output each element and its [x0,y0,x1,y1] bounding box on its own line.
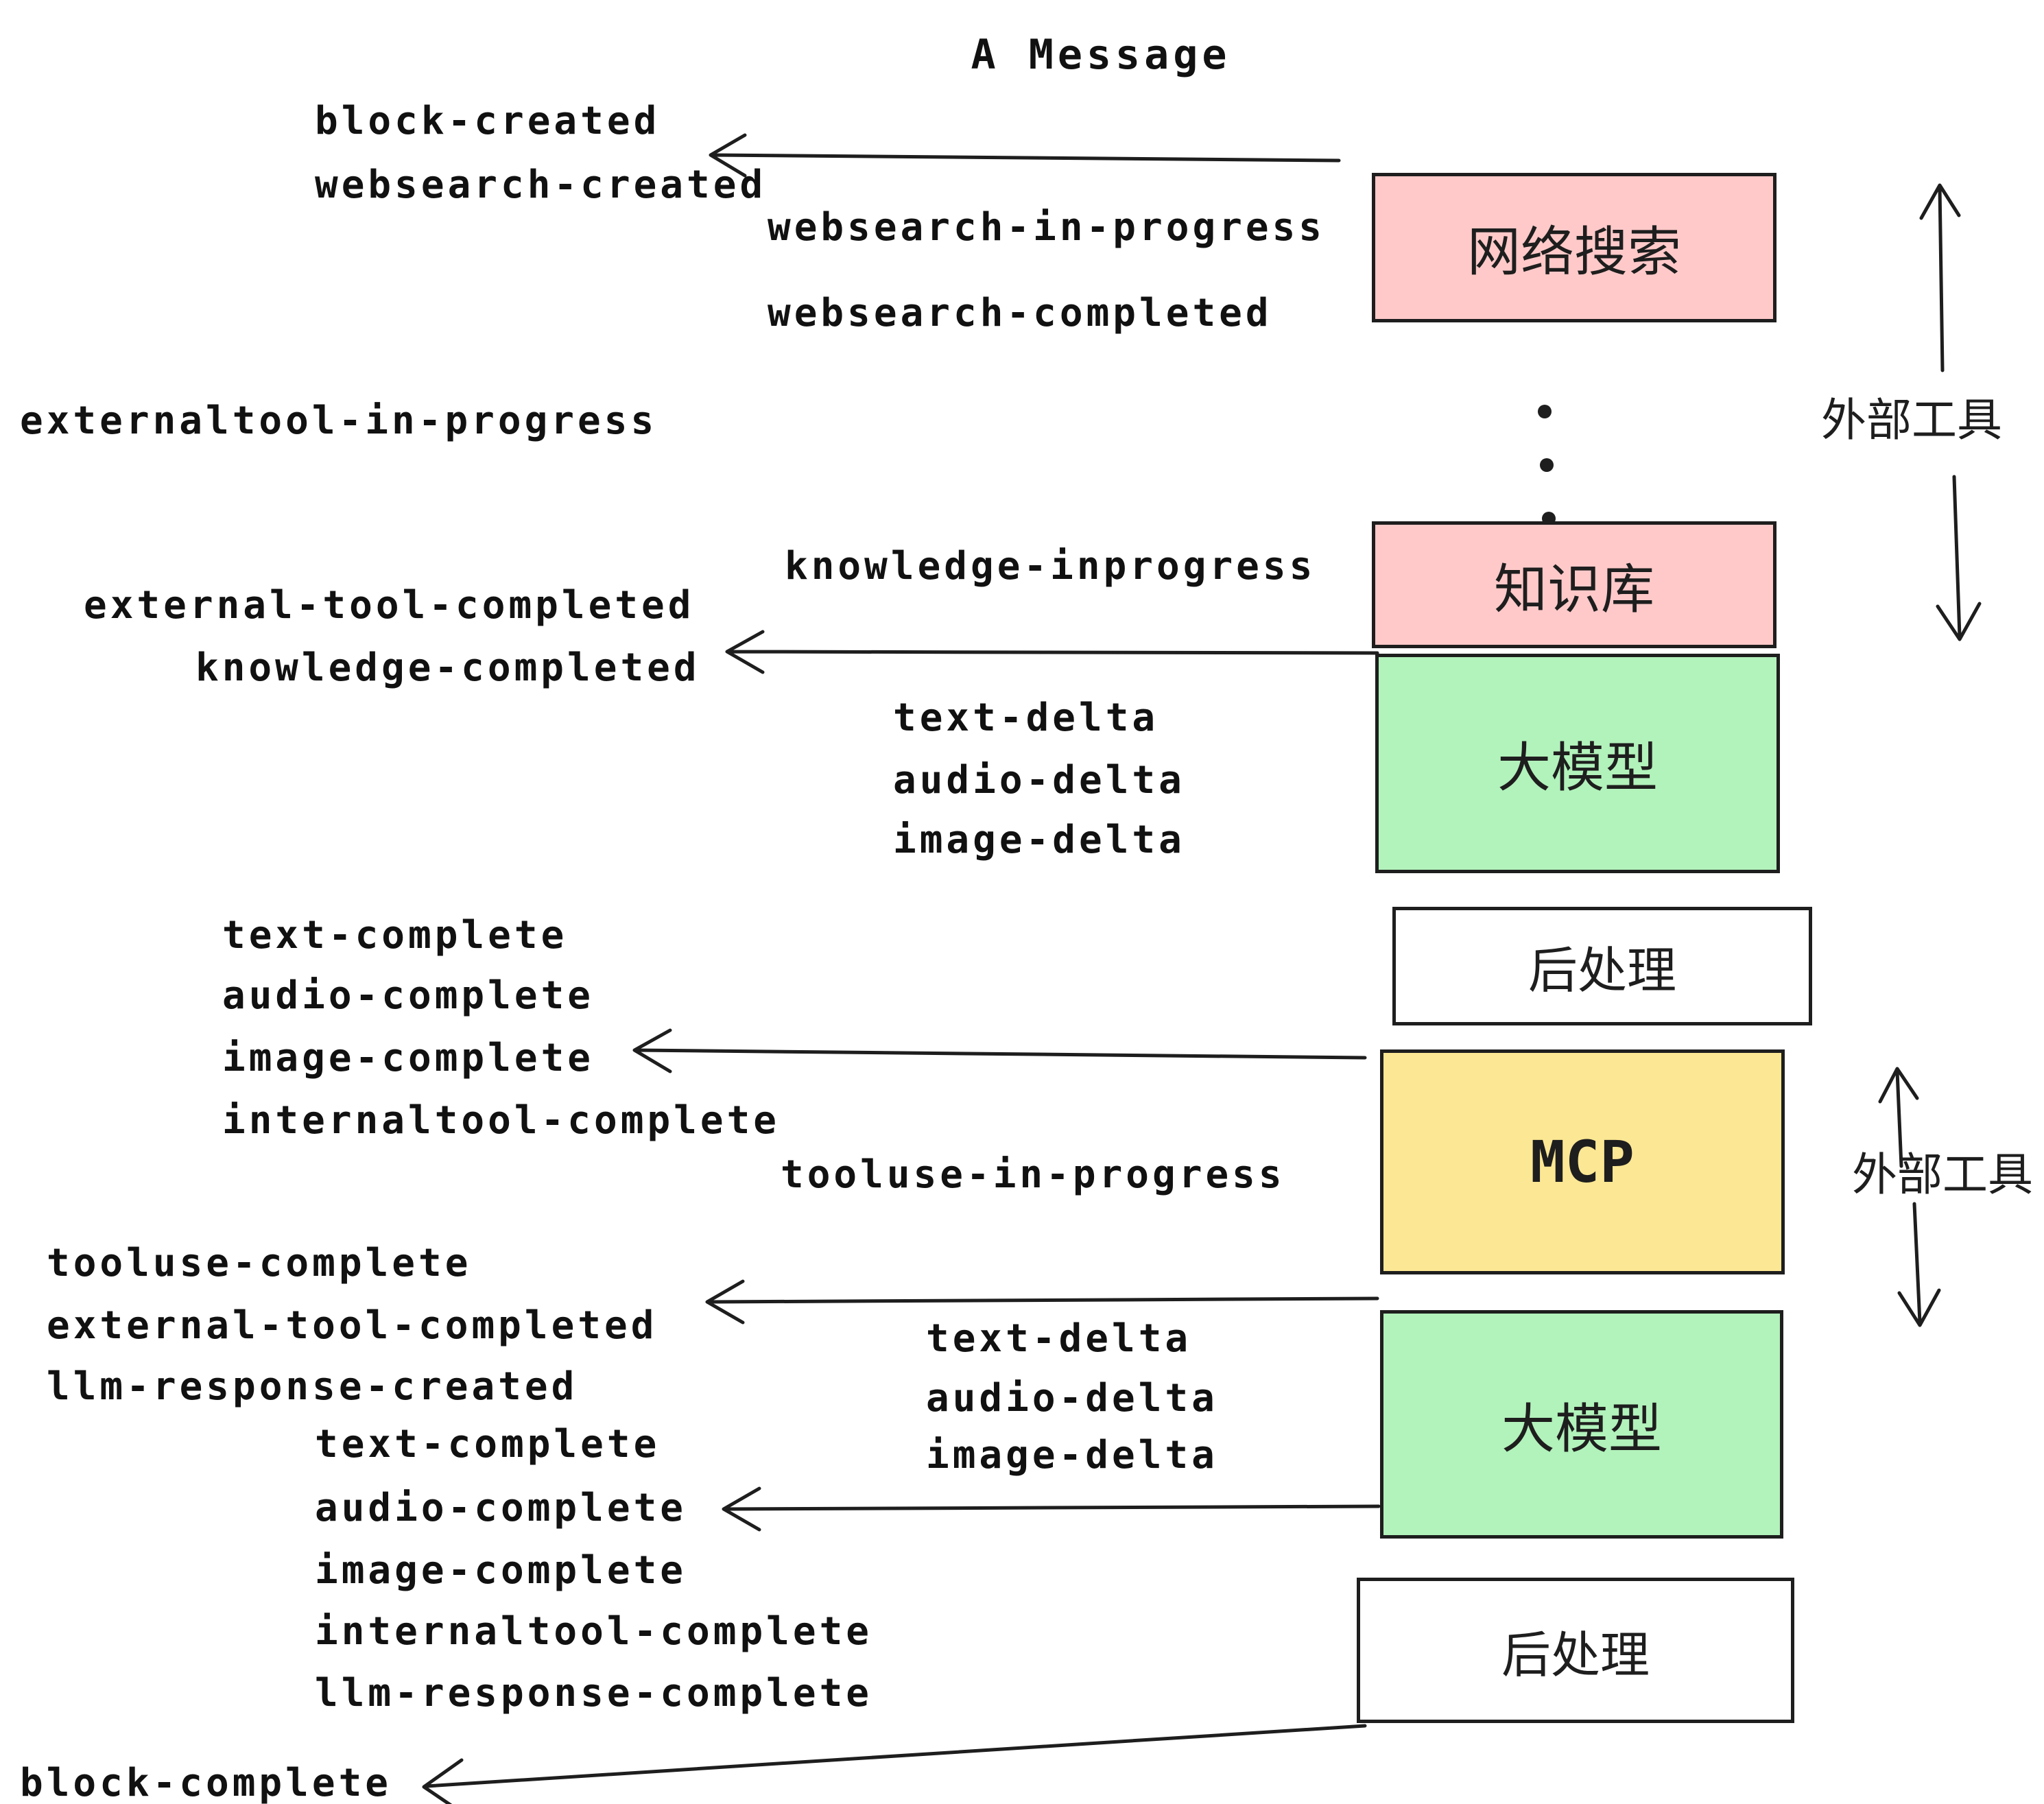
external-tools-top-down-arrow [1936,475,1982,641]
event-internaltool-complete-2: internaltool-complete [315,1609,873,1654]
event-external-tool-completed-2: external-tool-completed [47,1303,658,1348]
external-tools-top-up-arrow [1919,183,1961,372]
diagram-title: A Message [971,31,1231,79]
ellipsis-dot [1538,405,1552,418]
external-tools-mid-up-arrow [1878,1067,1919,1168]
arrow-to-block-complete [422,1724,1367,1804]
event-audio-complete-1: audio-complete [222,973,595,1018]
event-tooluse-in-progress: tooluse-in-progress [781,1152,1285,1197]
node-websearch: 网络搜索 [1372,173,1776,322]
event-externaltool-in-progress: externaltool-in-progress [20,399,658,443]
event-image-complete-2: image-complete [315,1548,687,1593]
external-tools-label-top: 外部工具 [1821,394,2002,445]
node-llm-2: 大模型 [1380,1310,1783,1539]
arrow-to-knowledge-completed [725,630,1379,674]
arrow-to-tooluse-complete [705,1279,1379,1325]
event-block-complete: block-complete [20,1761,392,1804]
arrow-to-image-complete [632,1028,1367,1073]
node-postprocess-1: 后处理 [1392,907,1812,1025]
event-text-delta-2: text-delta [926,1316,1192,1361]
event-websearch-created: websearch-created [315,163,767,207]
event-llm-response-complete: llm-response-complete [315,1671,873,1716]
event-llm-response-created: llm-response-created [47,1364,578,1409]
ellipsis-dot [1540,458,1554,472]
event-image-delta-2: image-delta [926,1433,1218,1477]
event-image-delta-1: image-delta [893,818,1185,862]
event-text-delta-1: text-delta [893,696,1159,740]
event-tooluse-complete: tooluse-complete [47,1241,472,1285]
node-knowledge: 知识库 [1372,521,1776,648]
event-audio-delta-1: audio-delta [893,758,1185,803]
event-audio-complete-2: audio-complete [315,1486,687,1530]
node-mcp: MCP [1380,1049,1785,1274]
event-audio-delta-2: audio-delta [926,1376,1218,1421]
node-llm-1: 大模型 [1375,654,1780,873]
external-tools-mid-down-arrow [1897,1202,1941,1327]
event-text-complete-2: text-complete [315,1422,661,1467]
node-postprocess-2: 后处理 [1357,1578,1794,1723]
event-text-complete-1: text-complete [222,913,568,958]
event-internaltool-complete-1: internaltool-complete [222,1098,781,1143]
external-tools-label-mid: 外部工具 [1852,1149,2033,1200]
event-image-complete-1: image-complete [222,1036,595,1080]
event-knowledge-completed: knowledge-completed [195,645,700,690]
arrow-to-audio-complete [722,1486,1381,1532]
event-knowledge-inprogress: knowledge-inprogress [785,544,1316,589]
event-block-created: block-created [315,99,661,143]
event-websearch-completed: websearch-completed [768,291,1272,335]
arrow-to-block-created [709,133,1341,178]
event-external-tool-completed-1: external-tool-completed [84,583,695,628]
event-websearch-in-progress: websearch-in-progress [768,205,1326,250]
